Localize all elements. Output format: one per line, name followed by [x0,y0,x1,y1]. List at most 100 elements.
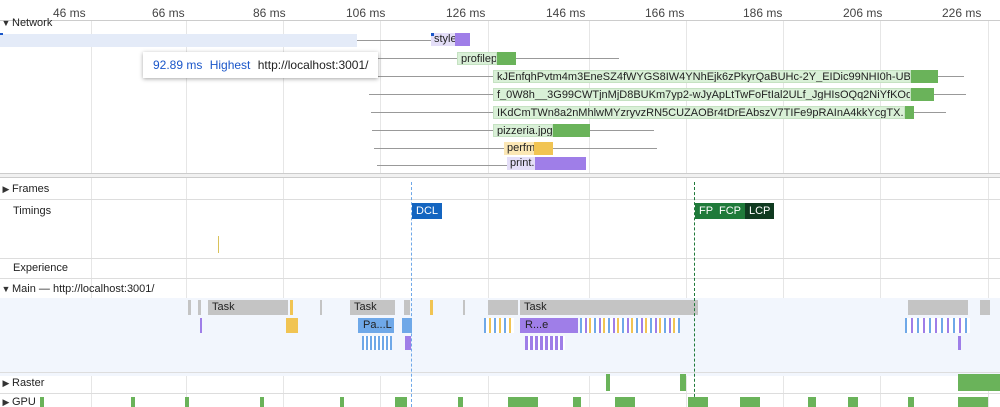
divider [0,278,1000,279]
task-block[interactable] [680,300,698,315]
task-block[interactable] [488,300,518,315]
task-block[interactable]: Task [208,300,288,315]
divider [0,372,1000,373]
gpu-block[interactable] [848,397,858,407]
ruler-tick: 186 ms [743,6,783,20]
request-whisker [372,130,493,131]
task-block[interactable] [980,300,990,315]
request-whisker [516,58,619,59]
gpu-block[interactable] [688,397,708,407]
grid-line [988,0,989,407]
expand-triangle-icon[interactable]: ▶ [2,397,10,407]
activity-cluster[interactable] [905,318,970,333]
expand-triangle-icon[interactable]: ▶ [2,378,10,388]
gpu-block[interactable] [260,397,264,407]
scripting-block[interactable] [430,300,433,315]
activity-cluster[interactable] [580,318,680,333]
rendering-block[interactable] [560,318,578,333]
track-raster[interactable]: ▶Raster [0,377,45,389]
request-bar-document[interactable] [0,34,357,47]
time-ruler[interactable]: 46 ms 66 ms 86 ms 106 ms 126 ms 146 ms 1… [0,0,1000,21]
track-gpu[interactable]: ▶GPU [0,396,36,407]
request-bar-print-css[interactable]: print.css (loc... [507,157,535,170]
request-bar-pizzeria-download[interactable] [553,124,590,137]
task-block[interactable] [404,300,410,315]
expand-triangle-icon[interactable]: ▼ [1,18,11,28]
activity-cluster[interactable] [484,318,514,333]
raster-block[interactable] [606,374,610,391]
ruler-tick: 166 ms [645,6,685,20]
request-bar-perfmatters[interactable]: perfmatt... [504,142,534,155]
request-bar-font-2-download[interactable] [911,88,934,101]
rendering-block[interactable] [525,336,565,350]
gpu-block[interactable] [740,397,760,407]
request-bar-profilepic-download[interactable] [497,52,516,65]
track-label: Experience [13,262,69,274]
track-timings[interactable]: Timings [13,205,51,217]
gpu-block[interactable] [808,397,816,407]
loading-block[interactable] [402,318,412,333]
request-bar-font-1[interactable]: kJEnfqhPvtm4m3EneSZ4fWYGS8IW4YNhEjk6zPky… [493,70,911,83]
marker-fcp[interactable]: FCP [715,203,745,219]
grid-line [686,0,687,407]
request-bar-style[interactable]: style... [431,33,455,46]
track-experience[interactable]: Experience [13,262,68,274]
grid-line [186,0,187,407]
gpu-block[interactable] [131,397,135,407]
ruler-tick: 206 ms [843,6,883,20]
track-network[interactable]: ▼Network [0,17,53,29]
recalc-style-block[interactable]: R...e [520,318,560,333]
track-main[interactable]: ▼Main — http://localhost:3001/ [0,283,155,295]
raster-block[interactable] [680,374,686,391]
task-block[interactable]: Task [350,300,395,315]
task-block[interactable] [463,300,465,315]
request-bar-perfmatters-download[interactable] [534,142,553,155]
marker-dcl[interactable]: DCL [412,203,443,219]
request-bar-print-css-download[interactable] [535,157,586,170]
request-bar-font-3-download[interactable] [905,106,914,119]
task-block[interactable] [198,300,201,315]
track-frames[interactable]: ▶Frames [0,183,50,195]
loading-block[interactable] [362,336,392,350]
track-label: Frames [12,183,50,195]
scripting-block[interactable] [290,300,293,315]
marker-fp[interactable]: FP [695,203,718,219]
request-bar-profilepic[interactable]: profilepi... [457,52,497,65]
network-resize-handle[interactable] [0,173,1000,178]
grid-line [589,0,590,407]
gpu-block[interactable] [340,397,344,407]
gpu-block[interactable] [185,397,189,407]
raster-block[interactable] [958,374,1000,391]
request-bar-pizzeria[interactable]: pizzeria.jpg (loc... [493,124,553,137]
gpu-block[interactable] [908,397,914,407]
rendering-block[interactable] [958,336,961,350]
gpu-block[interactable] [573,397,581,407]
grid-line [380,0,381,407]
task-block[interactable] [908,300,968,315]
task-block[interactable]: Task [520,300,680,315]
parse-html-block[interactable]: Pa...L [358,318,394,333]
request-whisker [360,40,430,41]
gpu-block[interactable] [458,397,463,407]
divider [0,258,1000,259]
task-block[interactable] [320,300,322,315]
request-whisker [590,130,654,131]
request-bar-font-1-download[interactable] [911,70,938,83]
scripting-block[interactable] [286,318,298,333]
grid-line [283,0,284,407]
rendering-block[interactable] [200,318,202,333]
request-bar-font-3[interactable]: IKdCmTWn8a2nMhlwMYzryvzRN5CUZAOBr4tDrEAb… [493,106,905,119]
timing-event[interactable] [218,236,219,253]
gpu-block[interactable] [615,397,635,407]
expand-triangle-icon[interactable]: ▼ [1,284,11,294]
request-bar-font-2[interactable]: f_0W8h__3G99CWTjnMjD8BUKm7yp2-wJyApLtTwF… [493,88,911,101]
gpu-block[interactable] [958,397,988,407]
task-block[interactable] [188,300,191,315]
gpu-block[interactable] [395,397,407,407]
gpu-block[interactable] [508,397,538,407]
gpu-block[interactable] [40,397,44,407]
marker-lcp[interactable]: LCP [745,203,775,219]
expand-triangle-icon[interactable]: ▶ [2,184,10,194]
request-bar-style-download[interactable] [455,33,470,46]
rendering-block[interactable] [405,336,411,350]
